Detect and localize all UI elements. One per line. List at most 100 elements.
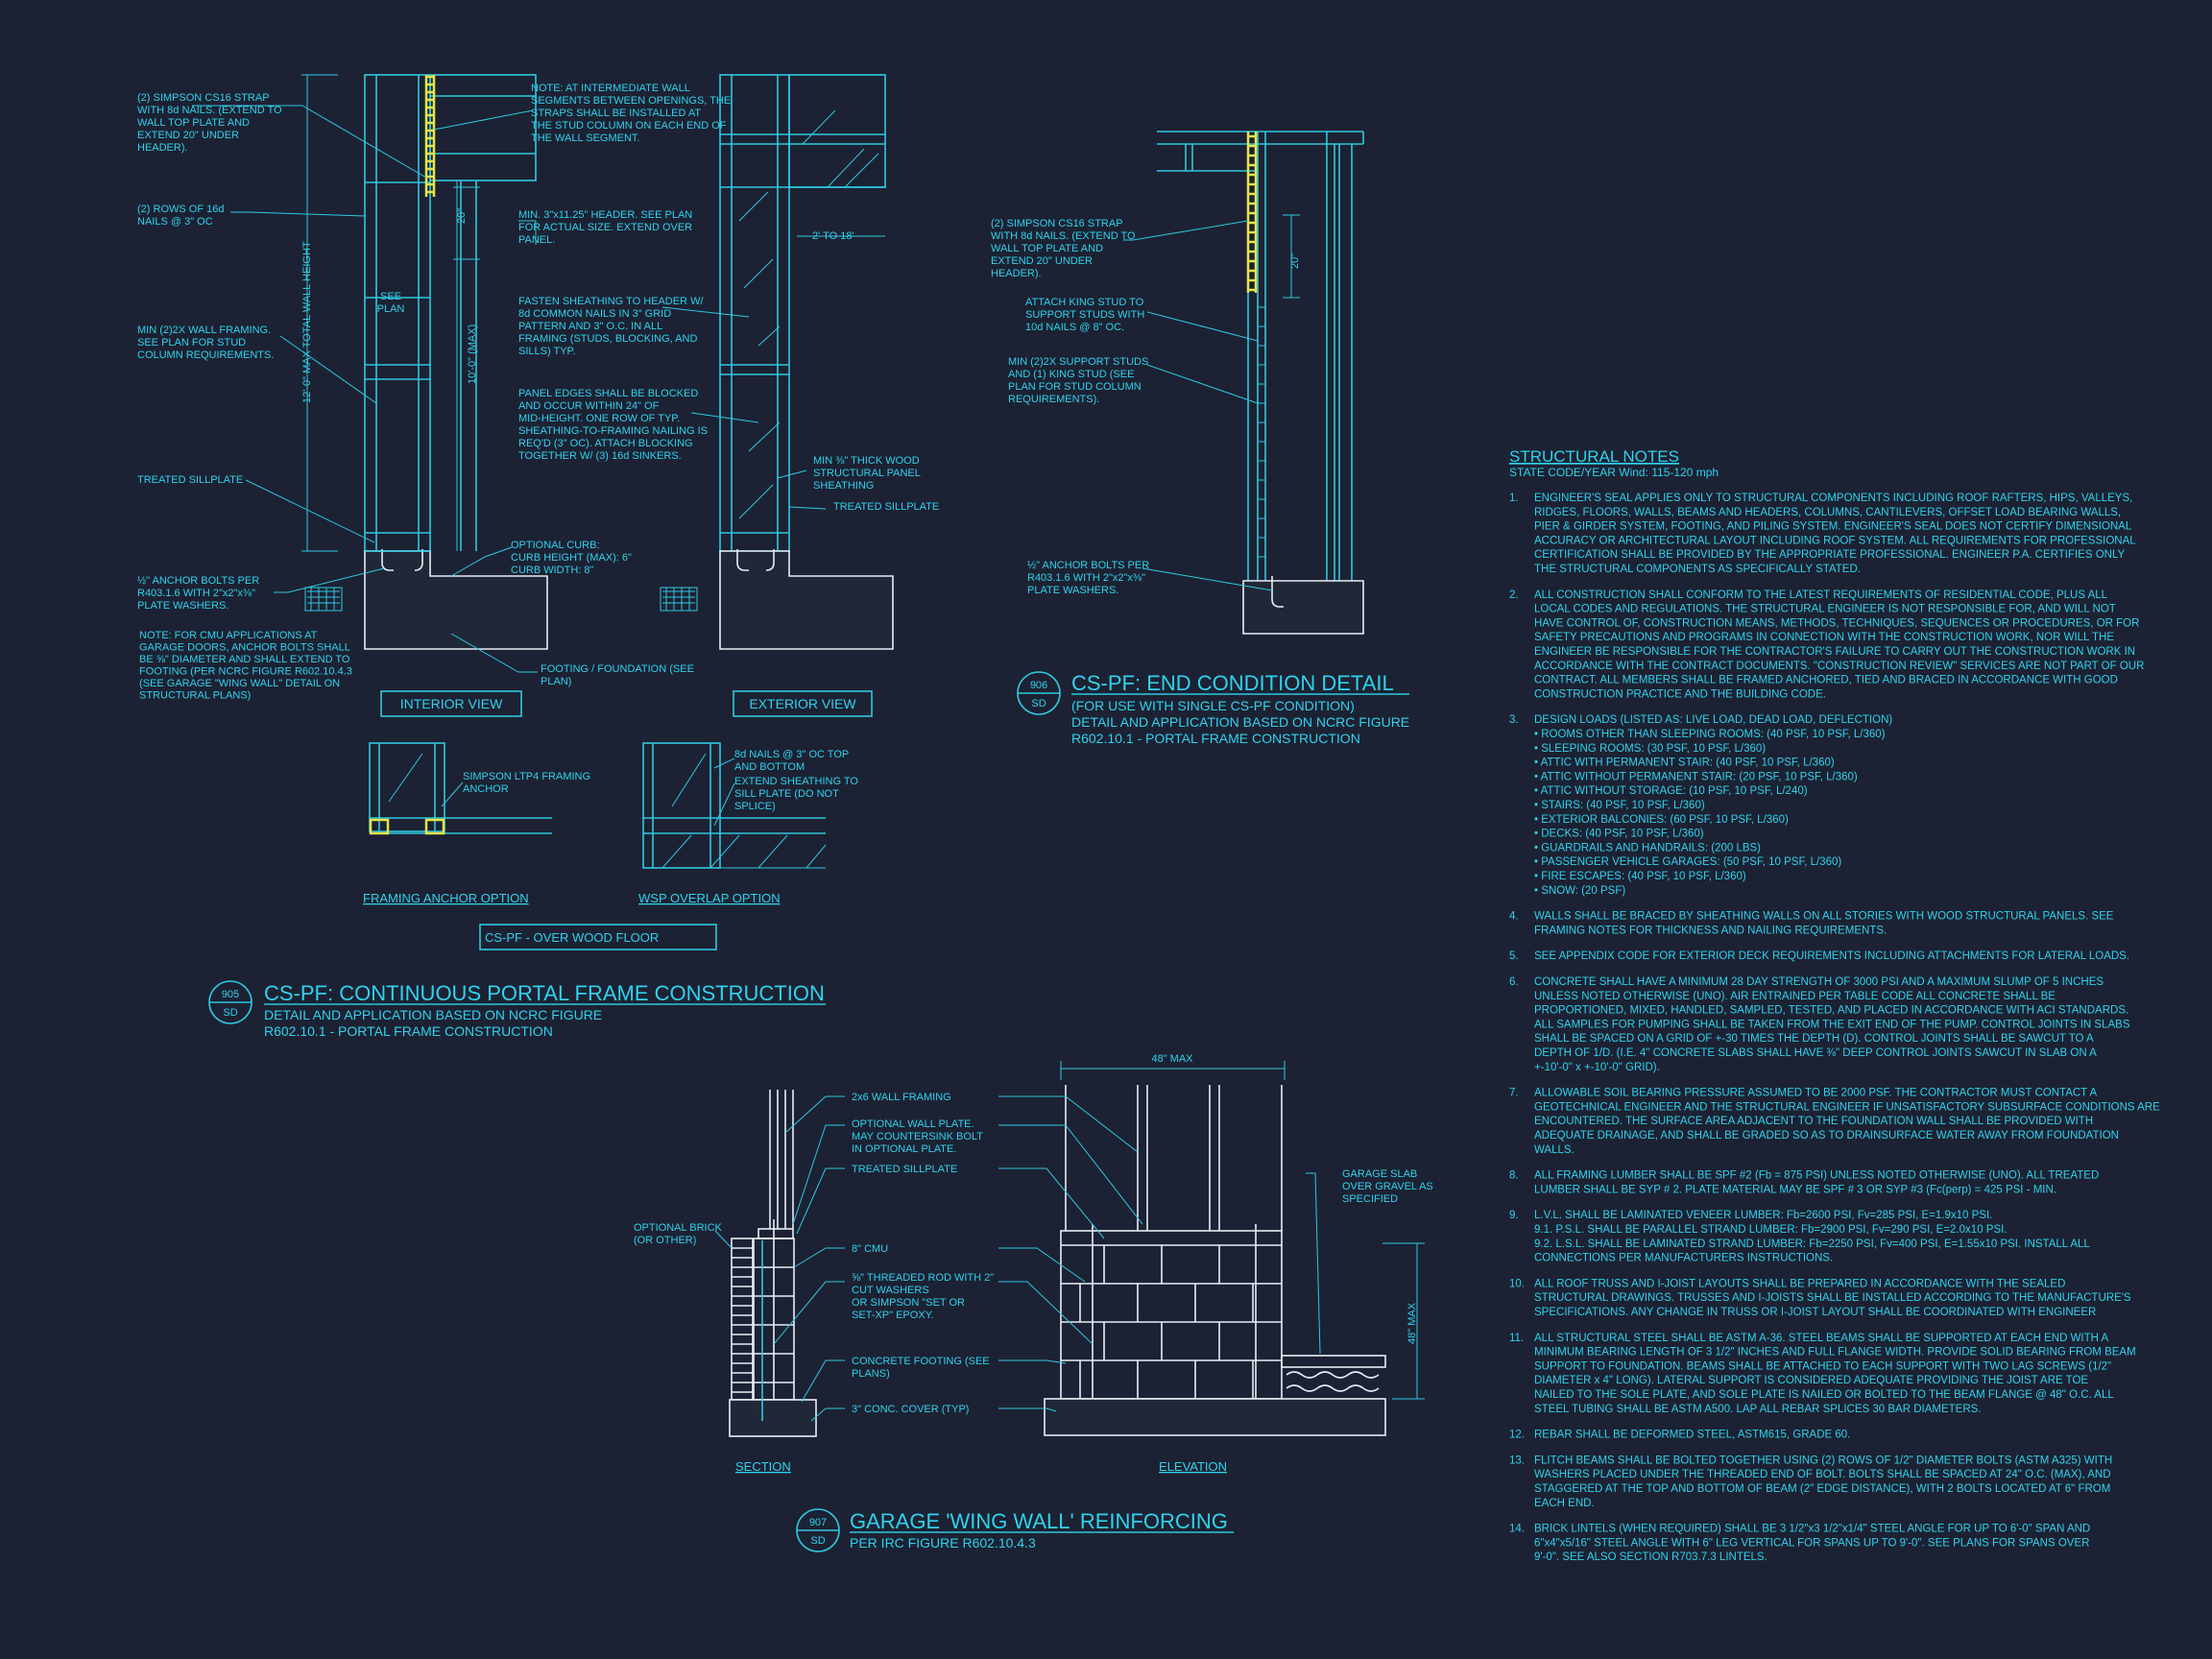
note-905-structural-sheathing-line-2: STRUCTURAL PANEL <box>813 468 921 479</box>
structural-note-6-line: CONCRETE SHALL HAVE A MINIMUM 28 DAY STR… <box>1534 976 2104 988</box>
note-906-anchor-bolts-line-3: PLATE WASHERS. <box>1027 585 1118 596</box>
note-906-20-inch: 20" <box>1289 253 1301 269</box>
structural-note-10-line: ALL ROOF TRUSS AND I-JOIST LAYOUTS SHALL… <box>1534 1278 2065 1289</box>
end-anchor-bolt <box>1271 576 1284 608</box>
end-foundation <box>1242 580 1364 635</box>
structural-note-11-line: STEEL TUBING SHALL BE ASTM A500. LAP ALL… <box>1534 1404 1982 1415</box>
note-905-panel-edges-line-5: REQ'D (3" OC). ATTACH BLOCKING <box>518 438 693 449</box>
structural-note-3-line: • STAIRS: (40 PSF, 10 PSF, L/360) <box>1534 800 1705 811</box>
sheet-ref-907: SD <box>810 1535 825 1547</box>
structural-note-3-line: • FIRE ESCAPES: (40 PSF, 10 PSF, L/360) <box>1534 871 1746 882</box>
structural-note-3-line: • ROOMS OTHER THAN SLEEPING ROOMS: (40 P… <box>1534 729 1886 740</box>
structural-note-6-line: UNLESS NOTED OTHERWISE (UNO). AIR ENTRAI… <box>1534 991 2056 1002</box>
note-905-16d-nails-line-1: (2) ROWS OF 16d <box>137 204 224 215</box>
note-number-14: 14. <box>1509 1524 1525 1535</box>
note-905-cmu-applications-line-6: STRUCTURAL PLANS) <box>139 690 251 702</box>
structural-note-4-line: FRAMING NOTES FOR THICKNESS AND NAILING … <box>1534 925 1887 936</box>
note-905-cs16-strap-line-2: WITH 8d NAILS. (EXTEND TO <box>137 105 282 116</box>
note-905-exterior-sillplate: TREATED SILLPLATE <box>833 501 939 513</box>
exterior-view-label: EXTERIOR VIEW <box>749 696 856 711</box>
exterior-wall-frame <box>719 74 790 552</box>
note-905-fasten-sheathing-line-1: FASTEN SHEATHING TO HEADER W/ <box>518 296 704 307</box>
interior-view-label: INTERIOR VIEW <box>400 696 503 711</box>
structural-note-6-line: SHALL BE SPACED ON A GRID OF +-30 TIMES … <box>1534 1033 2094 1045</box>
note-905-panel-edges-line-6: TOGETHER W/ (3) 16d SINKERS. <box>518 450 682 462</box>
note-906-king-stud-line-1: ATTACH KING STUD TO <box>1025 297 1144 308</box>
title-block-907: 907 SD GARAGE 'WING WALL' REINFORCING PE… <box>796 1508 1234 1552</box>
note-905-panel-edges-line-4: SHEATHING-TO-FRAMING NAILING IS <box>518 425 708 437</box>
structural-note-3-line: • SNOW: (20 PSF) <box>1534 885 1625 897</box>
structural-note-7-line: WALLS. <box>1534 1144 1575 1156</box>
note-905-optional-curb-line-1: OPTIONAL CURB: <box>511 540 600 551</box>
note-906-support-studs-line-4: REQUIREMENTS). <box>1008 394 1099 405</box>
structural-note-13-line: EACH END. <box>1534 1498 1595 1509</box>
note-number-13: 13. <box>1509 1455 1525 1466</box>
detail-title-906: CS-PF: END CONDITION DETAIL <box>1071 671 1394 695</box>
note-905-intermediate-wall-line-2: SEGMENTS BETWEEN OPENINGS, THE <box>531 95 731 107</box>
note-905-8d-nails-line-2: AND BOTTOM <box>734 761 805 773</box>
note-905-intermediate-wall-line-3: STRAPS SHALL BE INSTALLED AT <box>531 108 701 119</box>
structural-note-5-line: SEE APPENDIX CODE FOR EXTERIOR DECK REQU… <box>1534 950 2129 962</box>
structural-note-3-line: • PASSENGER VEHICLE GARAGES: (50 PSF, 10… <box>1534 856 1841 868</box>
note-905-16d-nails-line-2: NAILS @ 3" OC <box>137 216 213 228</box>
note-905-footing-line-2: PLAN) <box>541 676 571 687</box>
over-wood-floor-label: CS-PF - OVER WOOD FLOOR <box>485 930 659 945</box>
structural-note-1-line: RIDGES, FLOORS, WALLS, BEAMS AND HEADERS… <box>1534 507 2121 518</box>
note-number-2: 2. <box>1509 589 1519 601</box>
note-905-see-plan-line-1: SEE <box>380 291 401 302</box>
note-905-ltp4-anchor-line-2: ANCHOR <box>463 783 509 795</box>
note-907-garage-slab-line-1: GARAGE SLAB <box>1342 1168 1417 1180</box>
note-905-intermediate-wall-line-4: THE STUD COLUMN ON EACH END OF <box>531 120 727 132</box>
end-cs16-strap <box>1246 132 1258 293</box>
note-905-intermediate-wall-line-1: NOTE: AT INTERMEDIATE WALL <box>531 83 690 94</box>
note-905-anchor-bolts-line-3: PLATE WASHERS. <box>137 600 228 612</box>
structural-note-10-line: STRUCTURAL DRAWINGS. TRUSSES AND I-JOIST… <box>1534 1292 2131 1304</box>
note-905-fasten-sheathing-line-4: FRAMING (STUDS, BLOCKING, AND <box>518 333 697 345</box>
structural-note-3-line: • GUARDRAILS AND HANDRAILS: (200 LBS) <box>1534 842 1761 854</box>
interior-view-tag: INTERIOR VIEW <box>380 690 522 717</box>
note-905-header-line-3: PANEL. <box>518 234 555 246</box>
structural-note-2-line: CONSTRUCTION PRACTICE AND THE BUILDING C… <box>1534 688 1826 700</box>
note-905-cs16-strap-line-3: WALL TOP PLATE AND <box>137 117 250 129</box>
note-number-3: 3. <box>1509 714 1519 726</box>
structural-note-2-line: ALL CONSTRUCTION SHALL CONFORM TO THE LA… <box>1534 589 2108 601</box>
note-905-cmu-applications-line-5: (SEE GARAGE "WING WALL" DETAIL ON <box>139 678 340 689</box>
note-number-5: 5. <box>1509 950 1519 962</box>
note-number-7: 7. <box>1509 1088 1519 1099</box>
structural-note-1-line: ACCURACY OR ARCHITECTURAL LAYOUT INCLUDI… <box>1534 535 2136 546</box>
note-number-12: 12. <box>1509 1430 1525 1441</box>
structural-note-3-line: • DECKS: (40 PSF, 10 PSF, L/360) <box>1534 829 1704 840</box>
note-905-anchor-bolts-line-2: R403.1.6 WITH 2"x2"x⅜" <box>137 588 255 599</box>
note-907-garage-slab-line-3: SPECIFIED <box>1342 1193 1398 1205</box>
note-907-concrete-footing-line-2: PLANS) <box>852 1368 890 1380</box>
note-905-optional-curb-line-3: CURB WIDTH: 8" <box>511 565 594 576</box>
structural-note-3-line: • ATTIC WITHOUT PERMANENT STAIR: (20 PSF… <box>1534 771 1858 782</box>
over-wood-floor-tag: CS-PF - OVER WOOD FLOOR <box>479 924 717 950</box>
structural-note-8-line: ALL FRAMING LUMBER SHALL BE SPF #2 (Fb =… <box>1534 1170 2099 1182</box>
note-905-extend-sheathing-line-2: SILL PLATE (DO NOT <box>734 788 839 800</box>
note-number-8: 8. <box>1509 1170 1519 1182</box>
elevation-footing <box>1044 1398 1386 1436</box>
note-905-header-line-1: MIN. 3"x11.25" HEADER. SEE PLAN <box>518 209 692 221</box>
note-907-concrete-footing-line-1: CONCRETE FOOTING (SEE <box>852 1356 990 1367</box>
note-907-optional-plate-line-2: MAY COUNTERSINK BOLT <box>852 1131 983 1142</box>
note-907-optional-brick-line-2: (OR OTHER) <box>634 1235 696 1246</box>
structural-note-1-line: CERTIFICATION SHALL BE PROVIDED BY THE A… <box>1534 549 2126 561</box>
note-905-panel-edges-line-2: AND OCCUR WITHIN 24" OF <box>518 400 660 412</box>
structural-note-7-line: ADEQUATE DRAINAGE, AND SHALL BE GRADED S… <box>1534 1130 2119 1142</box>
structural-note-11-line: NAILED TO THE SOLE PLATE, AND SOLE PLATE… <box>1534 1389 2114 1401</box>
note-number-9: 9. <box>1509 1210 1519 1221</box>
detail-number-906: 906 <box>1030 680 1047 691</box>
detail-title-905: CS-PF: CONTINUOUS PORTAL FRAME CONSTRUCT… <box>264 981 825 1005</box>
note-905-cmu-applications-line-1: NOTE: FOR CMU APPLICATIONS AT <box>139 630 318 641</box>
structural-note-1-line: ENGINEER'S SEAL APPLIES ONLY TO STRUCTUR… <box>1534 493 2132 504</box>
note-905-cs16-strap-line-4: EXTEND 20" UNDER <box>137 130 239 141</box>
note-905-12-ft: 12'-0" MAX TOTAL WALL HEIGHT <box>301 241 313 403</box>
note-905-2-to-18: 2' TO 18' <box>812 230 854 242</box>
note-906-support-studs-line-2: AND (1) KING STUD (SEE <box>1008 369 1134 380</box>
structural-note-14-line: 9'-0". SEE ALSO SECTION R703.7.3 LINTELS… <box>1534 1551 1767 1563</box>
note-number-10: 10. <box>1509 1278 1525 1289</box>
note-907-threaded-rod-line-1: ⅝" THREADED ROD WITH 2" <box>852 1272 994 1284</box>
detail-title-907: GARAGE 'WING WALL' REINFORCING <box>850 1509 1228 1533</box>
structural-note-1-line: PIER & GIRDER SYSTEM, FOOTING, AND PILIN… <box>1534 521 2132 533</box>
